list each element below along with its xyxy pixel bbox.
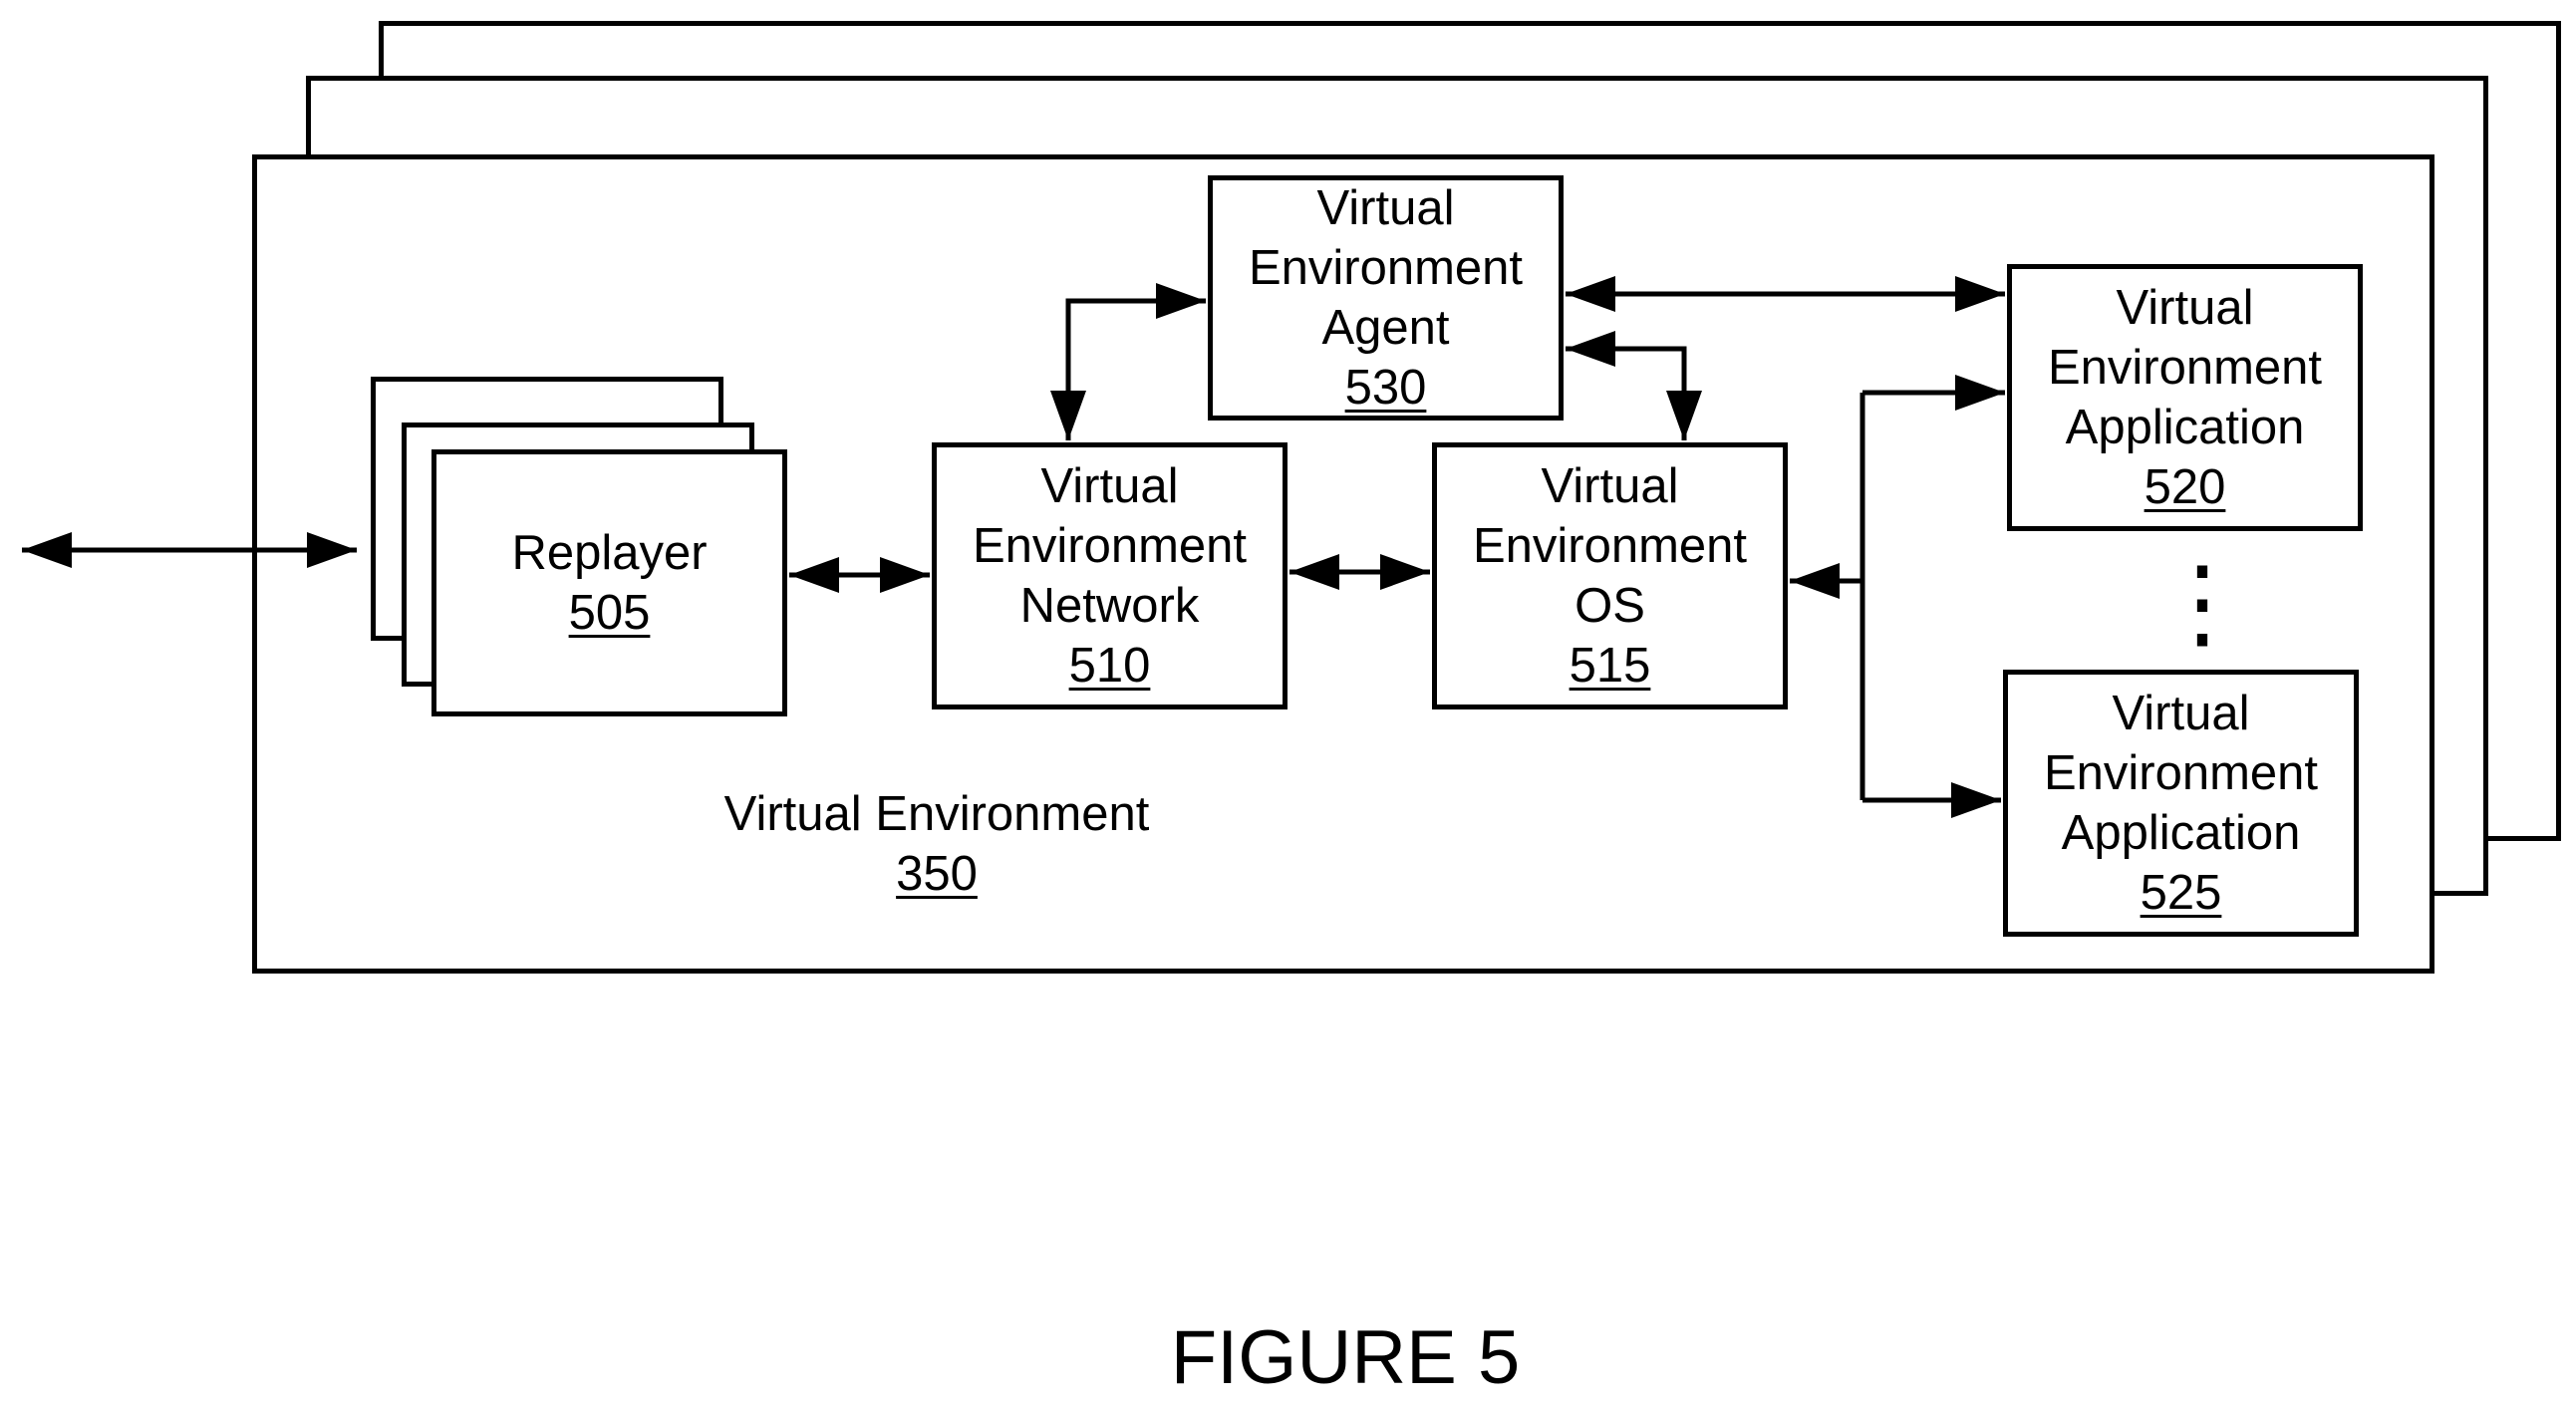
figure-caption: FIGURE 5 [997,1315,1694,1401]
connector-agent-os [1566,349,1684,440]
connector-network-agent [1068,301,1206,440]
